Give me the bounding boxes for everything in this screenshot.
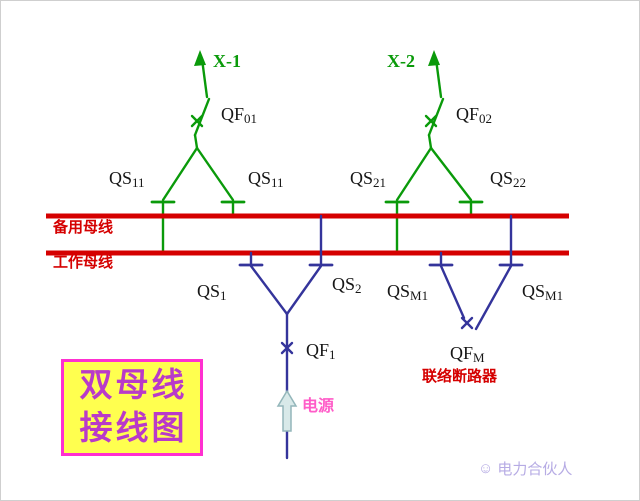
- label-breaker-qfm: QFM: [450, 343, 485, 365]
- label-tie-breaker-caption: 联络断路器: [422, 368, 498, 385]
- label-disconnector-qs2: QS2: [332, 274, 362, 296]
- breaker-cross-qf1: [280, 341, 294, 355]
- label-disconnector-qs21: QS21: [350, 168, 387, 190]
- label-disconnector-qs22: QS22: [490, 168, 527, 190]
- label-reserve-busbar: 备用母线: [53, 219, 114, 236]
- tie-bay-graphics: [428, 214, 524, 331]
- label-breaker-qf01: QF01: [221, 104, 258, 126]
- label-breaker-qf02: QF02: [456, 104, 493, 126]
- label-line-x2: X-2: [387, 51, 415, 71]
- label-working-busbar: 工作母线: [53, 254, 114, 271]
- feeder-x1-graphics: [150, 57, 246, 255]
- line-arrow-x2: [428, 50, 440, 66]
- label-disconnector-qsm1-right: QSM1: [522, 281, 564, 303]
- breaker-cross-qf02: [424, 114, 438, 128]
- line-arrow-x1: [194, 50, 206, 66]
- title-box: 双母线 接线图: [61, 359, 203, 456]
- watermark: ☺ 电力合伙人: [478, 458, 572, 479]
- feeder-x2-graphics: [384, 57, 484, 255]
- breaker-cross-qf01: [190, 114, 204, 128]
- watermark-text: 电力合伙人: [497, 461, 573, 478]
- label-breaker-qf1: QF1: [306, 340, 336, 362]
- title-line-2: 接线图: [79, 410, 188, 447]
- source-bay-graphics: [238, 214, 334, 460]
- breaker-cross-qfm: [460, 316, 474, 330]
- label-disconnector-qs11-right: QS11: [248, 168, 284, 190]
- label-disconnector-qsm1-left: QSM1: [387, 281, 429, 303]
- label-disconnector-qs11-left: QS11: [109, 168, 145, 190]
- smiley-face-icon: ☺: [478, 460, 494, 477]
- title-line-1: 双母线: [79, 367, 188, 404]
- label-disconnector-qs1: QS1: [197, 281, 227, 303]
- power-source-arrow: [276, 389, 298, 432]
- label-line-x1: X-1: [213, 51, 241, 71]
- label-power-source: 电源: [302, 398, 335, 415]
